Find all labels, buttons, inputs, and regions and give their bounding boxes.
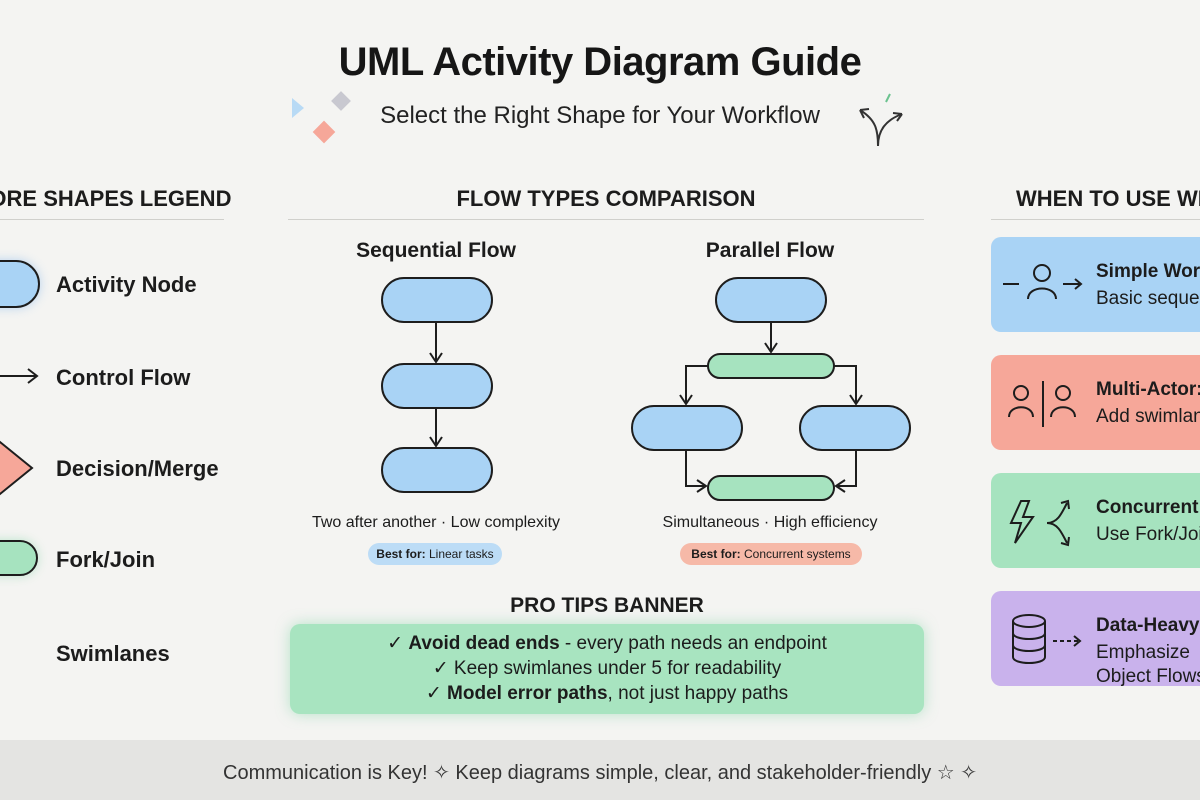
parallel-best-for-badge: Best for: Concurrent systems bbox=[680, 543, 862, 565]
tip-bold: Avoid dead ends bbox=[408, 633, 560, 654]
comparison-heading: FLOW TYPES COMPARISON bbox=[456, 186, 756, 211]
parallel-flow-caption: Simultaneous · High efficiency bbox=[662, 514, 878, 531]
database-icon bbox=[1012, 614, 1082, 664]
tip-item: ✓ Model error paths, not just happy path… bbox=[290, 682, 924, 705]
person-flow-icon bbox=[1003, 264, 1083, 300]
lightning-split-icon bbox=[1009, 499, 1070, 547]
legend-label-activity-node: Activity Node bbox=[56, 272, 197, 297]
tip-item: ✓ Keep swimlanes under 5 for readability bbox=[290, 657, 924, 680]
card-title: Concurrent Tasks bbox=[1096, 497, 1200, 518]
decorative-shapes-icon bbox=[292, 91, 351, 144]
sequential-best-for-badge: Best for: Linear tasks bbox=[368, 543, 502, 565]
pro-tips-banner: ✓ Avoid dead ends - every path needs an … bbox=[290, 624, 924, 714]
card-desc: Use Fork/Join bbox=[1096, 524, 1200, 545]
sequential-best-for-label: Best for: bbox=[376, 547, 426, 561]
parallel-flow-title: Parallel Flow bbox=[705, 239, 835, 262]
parallel-best-for-label: Best for: bbox=[691, 547, 741, 561]
tip-bold: Model error paths bbox=[447, 683, 608, 704]
check-icon: ✓ bbox=[432, 658, 454, 679]
card-concurrent-tasks: Concurrent Tasks Use Fork/Join bbox=[991, 473, 1200, 568]
check-icon: ✓ bbox=[425, 683, 448, 704]
legend-label-decision-merge: Decision/Merge bbox=[56, 456, 219, 481]
check-icon: ✓ bbox=[387, 633, 409, 654]
card-simple-workflows: Simple Workflows Basic sequence bbox=[991, 237, 1200, 332]
footer-bar: Communication is Key! ✧ Keep diagrams si… bbox=[0, 740, 1200, 800]
card-desc: Emphasize Object Flows bbox=[1096, 642, 1200, 686]
parallel-flow-diagram bbox=[631, 277, 911, 501]
legend-label-fork-join: Fork/Join bbox=[56, 547, 156, 572]
legend-label-swimlanes: Swimlanes bbox=[56, 641, 170, 666]
tip-text: , not just happy paths bbox=[607, 683, 789, 704]
activity-node-icon bbox=[0, 260, 40, 308]
page-title: UML Activity Diagram Guide bbox=[338, 40, 862, 84]
footer-text: Communication is Key! ✧ Keep diagrams si… bbox=[223, 762, 977, 784]
arrow-icon bbox=[0, 368, 39, 384]
legend-heading: CORE SHAPES LEGEND bbox=[0, 186, 232, 211]
parallel-best-for-value: Concurrent systems bbox=[743, 547, 851, 561]
card-multi-actor: Multi-Actor: Add swimlanes bbox=[991, 355, 1200, 450]
pro-tips-heading: PRO TIPS BANNER bbox=[510, 594, 704, 617]
tip-text: Keep swimlanes under 5 for readability bbox=[453, 658, 782, 679]
when-to-use-divider bbox=[991, 219, 1200, 220]
sequential-flow-title: Sequential Flow bbox=[356, 239, 516, 262]
sequential-best-for-value: Linear tasks bbox=[428, 547, 494, 561]
fork-join-bar-icon bbox=[0, 540, 38, 576]
branching-arrows-icon bbox=[859, 93, 903, 147]
sequential-flow-caption: Two after another · Low complexity bbox=[311, 514, 561, 531]
sequential-flow-diagram bbox=[381, 277, 493, 493]
diamond-icon bbox=[0, 440, 34, 496]
card-desc: Basic sequence bbox=[1096, 288, 1200, 309]
card-title: Multi-Actor: bbox=[1096, 379, 1200, 400]
when-to-use-heading: WHEN TO USE WHAT bbox=[1016, 186, 1200, 211]
card-desc: Add swimlanes bbox=[1096, 406, 1200, 427]
card-title: Simple Workflows bbox=[1096, 261, 1200, 282]
legend-label-control-flow: Control Flow bbox=[56, 365, 191, 390]
tip-item: ✓ Avoid dead ends - every path needs an … bbox=[290, 632, 924, 655]
card-data-heavy: Data-Heavy Emphasize Object Flows bbox=[991, 591, 1200, 686]
page-subtitle: Select the Right Shape for Your Workflow bbox=[380, 102, 820, 129]
tip-text: - every path needs an endpoint bbox=[559, 633, 827, 654]
card-title: Data-Heavy bbox=[1096, 615, 1200, 636]
comparison-divider bbox=[288, 219, 924, 220]
legend-divider bbox=[0, 219, 224, 220]
two-actors-icon bbox=[1008, 381, 1076, 427]
